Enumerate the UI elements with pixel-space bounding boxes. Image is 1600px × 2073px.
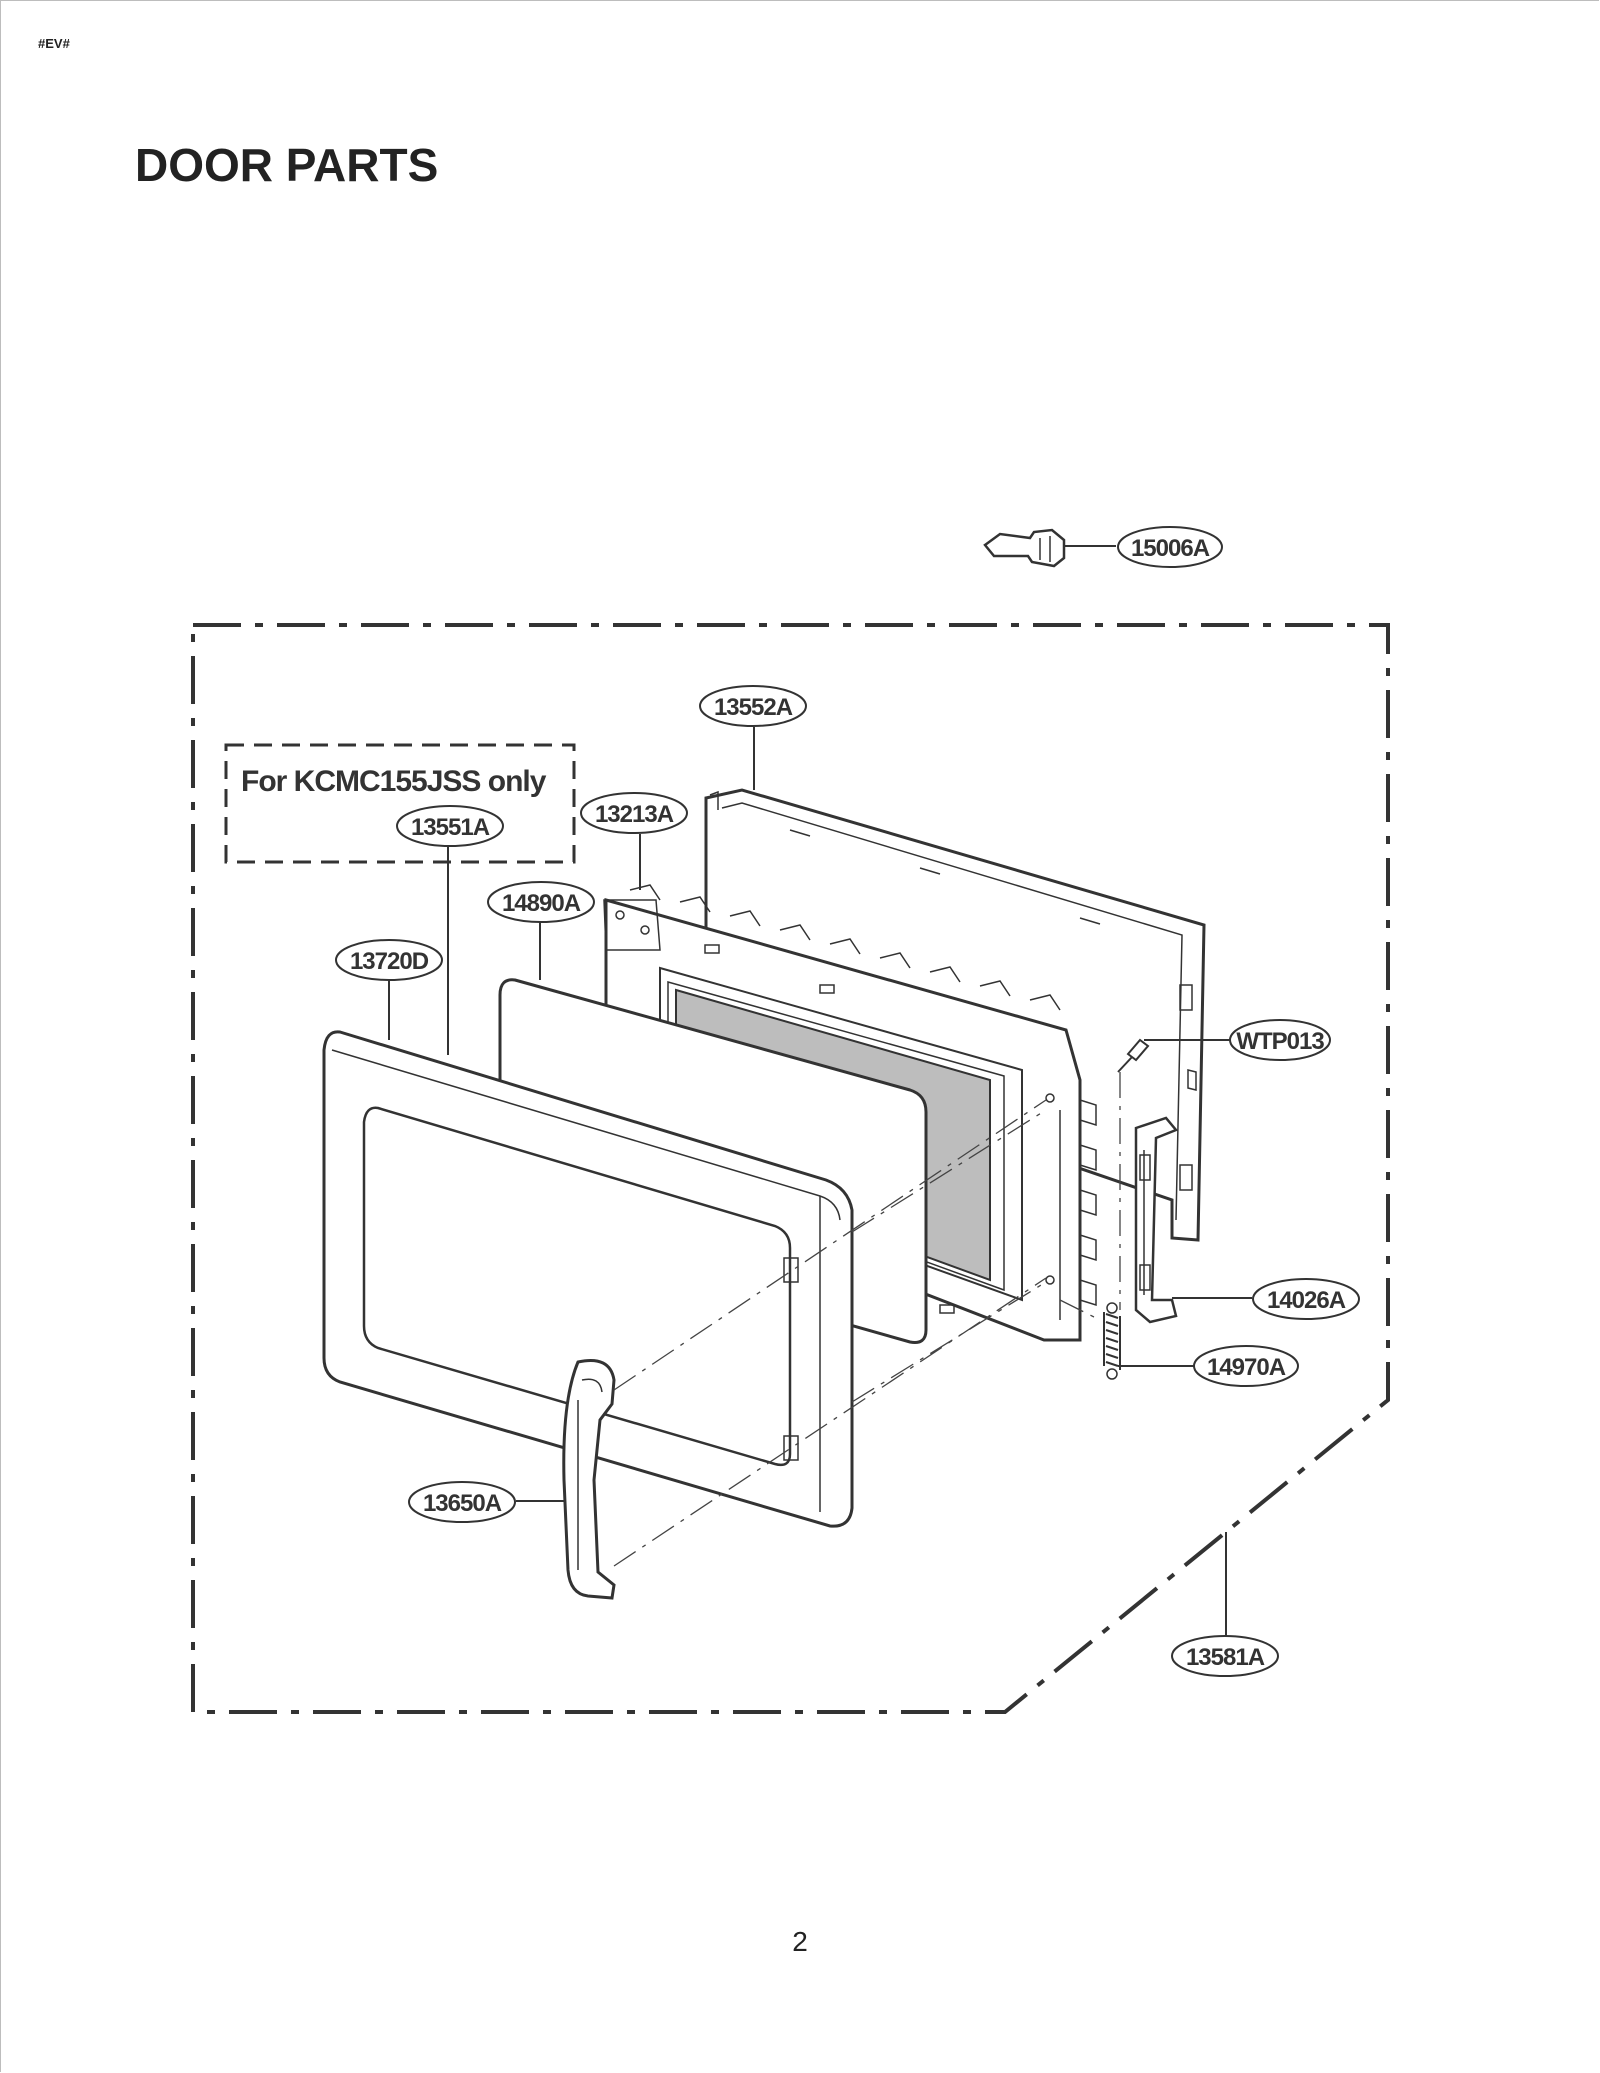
callout-14026A <box>1252 1278 1360 1320</box>
callout-13720D <box>335 939 443 981</box>
callout-13213A <box>580 792 688 834</box>
callout-13552A-text: 13552A <box>714 694 793 721</box>
page-title: DOOR PARTS <box>135 139 439 191</box>
callout-13650A <box>408 1481 516 1523</box>
callout-14970A <box>1193 1345 1299 1387</box>
assembly-frame <box>191 623 1390 1714</box>
callout-15006A-text: 15006A <box>1131 535 1210 562</box>
callout-14970A-text: 14970A <box>1207 1354 1286 1381</box>
callout-WTP013-text: WTP013 <box>1236 1028 1324 1055</box>
callout-13650A-text: 13650A <box>423 1490 502 1517</box>
callout-WTP013 <box>1229 1019 1331 1061</box>
callout-14890A <box>487 881 595 923</box>
callout-14026A-text: 14026A <box>1267 1287 1346 1314</box>
latch-spring <box>1103 1302 1121 1380</box>
callout-13213A-text: 13213A <box>595 801 674 828</box>
callout-14890A-text: 14890A <box>502 890 581 917</box>
callout-13581A-text: 13581A <box>1186 1644 1265 1671</box>
clip-15006A <box>983 528 1066 568</box>
screw-wtp013 <box>1117 1038 1150 1073</box>
callout-13551A-text: 13551A <box>411 814 490 841</box>
callout-15006A <box>1117 526 1223 568</box>
callout-13720D-text: 13720D <box>350 948 429 975</box>
header-tag: #EV# <box>38 36 70 51</box>
callout-13581A <box>1171 1635 1279 1677</box>
projection-lines <box>613 1072 1121 1567</box>
door-latch <box>1134 1116 1179 1324</box>
callout-13551A <box>396 805 504 847</box>
callout-13552A <box>699 685 807 727</box>
door-front-frame <box>322 1030 854 1528</box>
door-handle <box>562 1359 616 1600</box>
page-number: 2 <box>792 1926 808 1957</box>
model-note-box <box>224 743 576 864</box>
model-note-text: For KCMC155JSS only <box>241 765 547 798</box>
